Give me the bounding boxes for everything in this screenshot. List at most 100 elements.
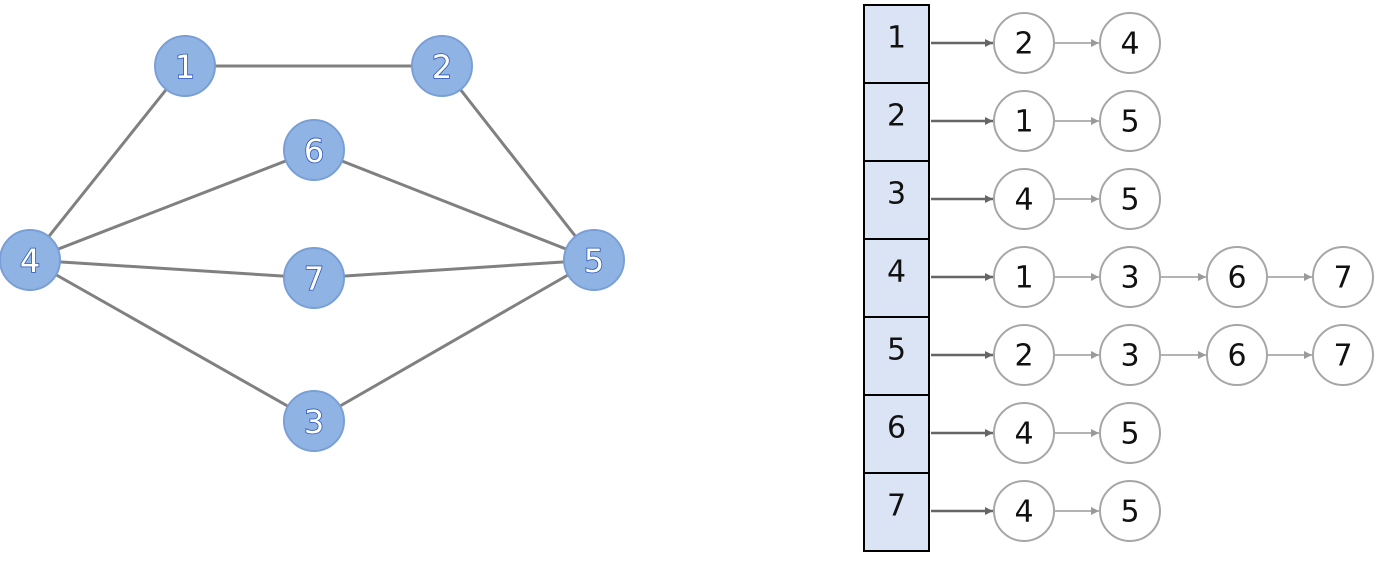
graph-vertex-circle bbox=[411, 35, 473, 97]
list-node-circle bbox=[993, 480, 1055, 542]
list-node-circle bbox=[993, 324, 1055, 386]
list-node-5: 5 bbox=[1099, 168, 1161, 230]
list-node-label: 4 bbox=[1014, 417, 1033, 452]
index-cell-label: 6 bbox=[887, 411, 906, 446]
list-node-label: 6 bbox=[1227, 339, 1246, 374]
list-node-1: 1 bbox=[993, 246, 1055, 308]
list-node-5: 5 bbox=[1099, 402, 1161, 464]
graph-vertex-6: 6 bbox=[283, 119, 345, 181]
graph-vertex-label: 7 bbox=[304, 260, 324, 298]
list-node-label: 4 bbox=[1120, 27, 1139, 62]
graph-vertex-3: 3 bbox=[283, 390, 345, 452]
list-node-circle bbox=[1206, 324, 1268, 386]
graph-vertex-circle bbox=[563, 229, 625, 291]
graph-edge-4-6 bbox=[29, 148, 315, 262]
list-node-label: 4 bbox=[1014, 183, 1033, 218]
list-node-label: 5 bbox=[1120, 183, 1139, 218]
list-node-label: 2 bbox=[1014, 339, 1033, 374]
list-node-label: 5 bbox=[1120, 105, 1139, 140]
list-node-5: 5 bbox=[1099, 90, 1161, 152]
graph-vertex-label: 4 bbox=[20, 242, 40, 280]
list-node-label: 3 bbox=[1120, 261, 1139, 296]
adjacency-row-1: 1 2 4 bbox=[863, 4, 1161, 84]
index-cell-label: 7 bbox=[887, 489, 906, 524]
list-node-1: 1 bbox=[993, 90, 1055, 152]
list-node-circle bbox=[993, 12, 1055, 74]
list-node-label: 2 bbox=[1014, 27, 1033, 62]
adjacency-row-4: 4 1 3 6 7 bbox=[863, 238, 1374, 318]
list-node-5: 5 bbox=[1099, 480, 1161, 542]
index-cell bbox=[863, 238, 930, 318]
index-cell bbox=[863, 316, 930, 396]
list-node-label: 3 bbox=[1120, 339, 1139, 374]
list-node-circle bbox=[1099, 12, 1161, 74]
graph-vertex-circle bbox=[154, 35, 216, 97]
list-node-label: 4 bbox=[1014, 495, 1033, 530]
graph-edge-4-7 bbox=[29, 258, 315, 280]
graph-vertex-label: 1 bbox=[175, 48, 195, 86]
list-node-label: 7 bbox=[1333, 261, 1352, 296]
list-node-circle bbox=[1099, 324, 1161, 386]
graph-edge-2-5 bbox=[440, 65, 596, 261]
list-node-7: 7 bbox=[1312, 324, 1374, 386]
list-node-circle bbox=[1312, 246, 1374, 308]
index-cell-label: 4 bbox=[887, 255, 906, 290]
list-node-6: 6 bbox=[1206, 324, 1268, 386]
index-cell bbox=[863, 472, 930, 552]
list-node-circle bbox=[993, 168, 1055, 230]
list-node-label: 7 bbox=[1333, 339, 1352, 374]
undirected-graph: 1 2 6 4 7 5 3 bbox=[0, 35, 625, 452]
list-node-circle bbox=[993, 90, 1055, 152]
index-cell-label: 5 bbox=[887, 333, 906, 368]
adjacency-row-5: 5 2 3 6 7 bbox=[863, 316, 1374, 396]
graph-vertex-2: 2 bbox=[411, 35, 473, 97]
graph-vertex-label: 5 bbox=[584, 242, 604, 280]
graph-vertex-label: 2 bbox=[432, 48, 452, 86]
graph-vertex-circle bbox=[283, 247, 345, 309]
index-cell bbox=[863, 4, 930, 84]
graph-edge-4-3 bbox=[29, 258, 315, 423]
adjacency-row-6: 6 4 5 bbox=[863, 394, 1161, 474]
list-node-circle bbox=[1099, 168, 1161, 230]
index-cell bbox=[863, 82, 930, 162]
list-node-circle bbox=[1099, 402, 1161, 464]
list-node-2: 2 bbox=[993, 12, 1055, 74]
list-node-circle bbox=[1206, 246, 1268, 308]
graph-edge-3-5 bbox=[313, 258, 595, 423]
adjacency-row-2: 2 1 5 bbox=[863, 82, 1161, 162]
index-cell bbox=[863, 160, 930, 240]
index-cell bbox=[863, 394, 930, 474]
graph-vertex-1: 1 bbox=[154, 35, 216, 97]
list-node-circle bbox=[1099, 480, 1161, 542]
adjacency-row-7: 7 4 5 bbox=[863, 472, 1161, 552]
list-node-label: 1 bbox=[1014, 105, 1033, 140]
graph-edge-6-5 bbox=[313, 148, 595, 262]
graph-edge-7-5 bbox=[313, 258, 595, 280]
list-node-label: 1 bbox=[1014, 261, 1033, 296]
graph-edge-1-4 bbox=[28, 65, 187, 261]
index-cell-label: 2 bbox=[887, 99, 906, 134]
adjacency-row-3: 3 4 5 bbox=[863, 160, 1161, 240]
list-node-6: 6 bbox=[1206, 246, 1268, 308]
list-node-circle bbox=[993, 246, 1055, 308]
graph-vertex-4: 4 bbox=[0, 229, 61, 291]
list-node-3: 3 bbox=[1099, 324, 1161, 386]
list-node-circle bbox=[993, 402, 1055, 464]
list-node-4: 4 bbox=[993, 402, 1055, 464]
graph-vertex-circle bbox=[283, 390, 345, 452]
list-node-circle bbox=[1099, 90, 1161, 152]
graph-vertex-7: 7 bbox=[283, 247, 345, 309]
index-cell-label: 1 bbox=[887, 21, 906, 56]
list-node-circle bbox=[1312, 324, 1374, 386]
graph-vertex-label: 3 bbox=[304, 403, 324, 441]
index-cell-label: 3 bbox=[887, 177, 906, 212]
graph-vertex-label: 6 bbox=[304, 132, 324, 170]
graph-vertex-circle bbox=[0, 229, 61, 291]
list-node-label: 5 bbox=[1120, 417, 1139, 452]
graph-vertex-circle bbox=[283, 119, 345, 181]
list-node-2: 2 bbox=[993, 324, 1055, 386]
list-node-4: 4 bbox=[993, 168, 1055, 230]
list-node-4: 4 bbox=[993, 480, 1055, 542]
